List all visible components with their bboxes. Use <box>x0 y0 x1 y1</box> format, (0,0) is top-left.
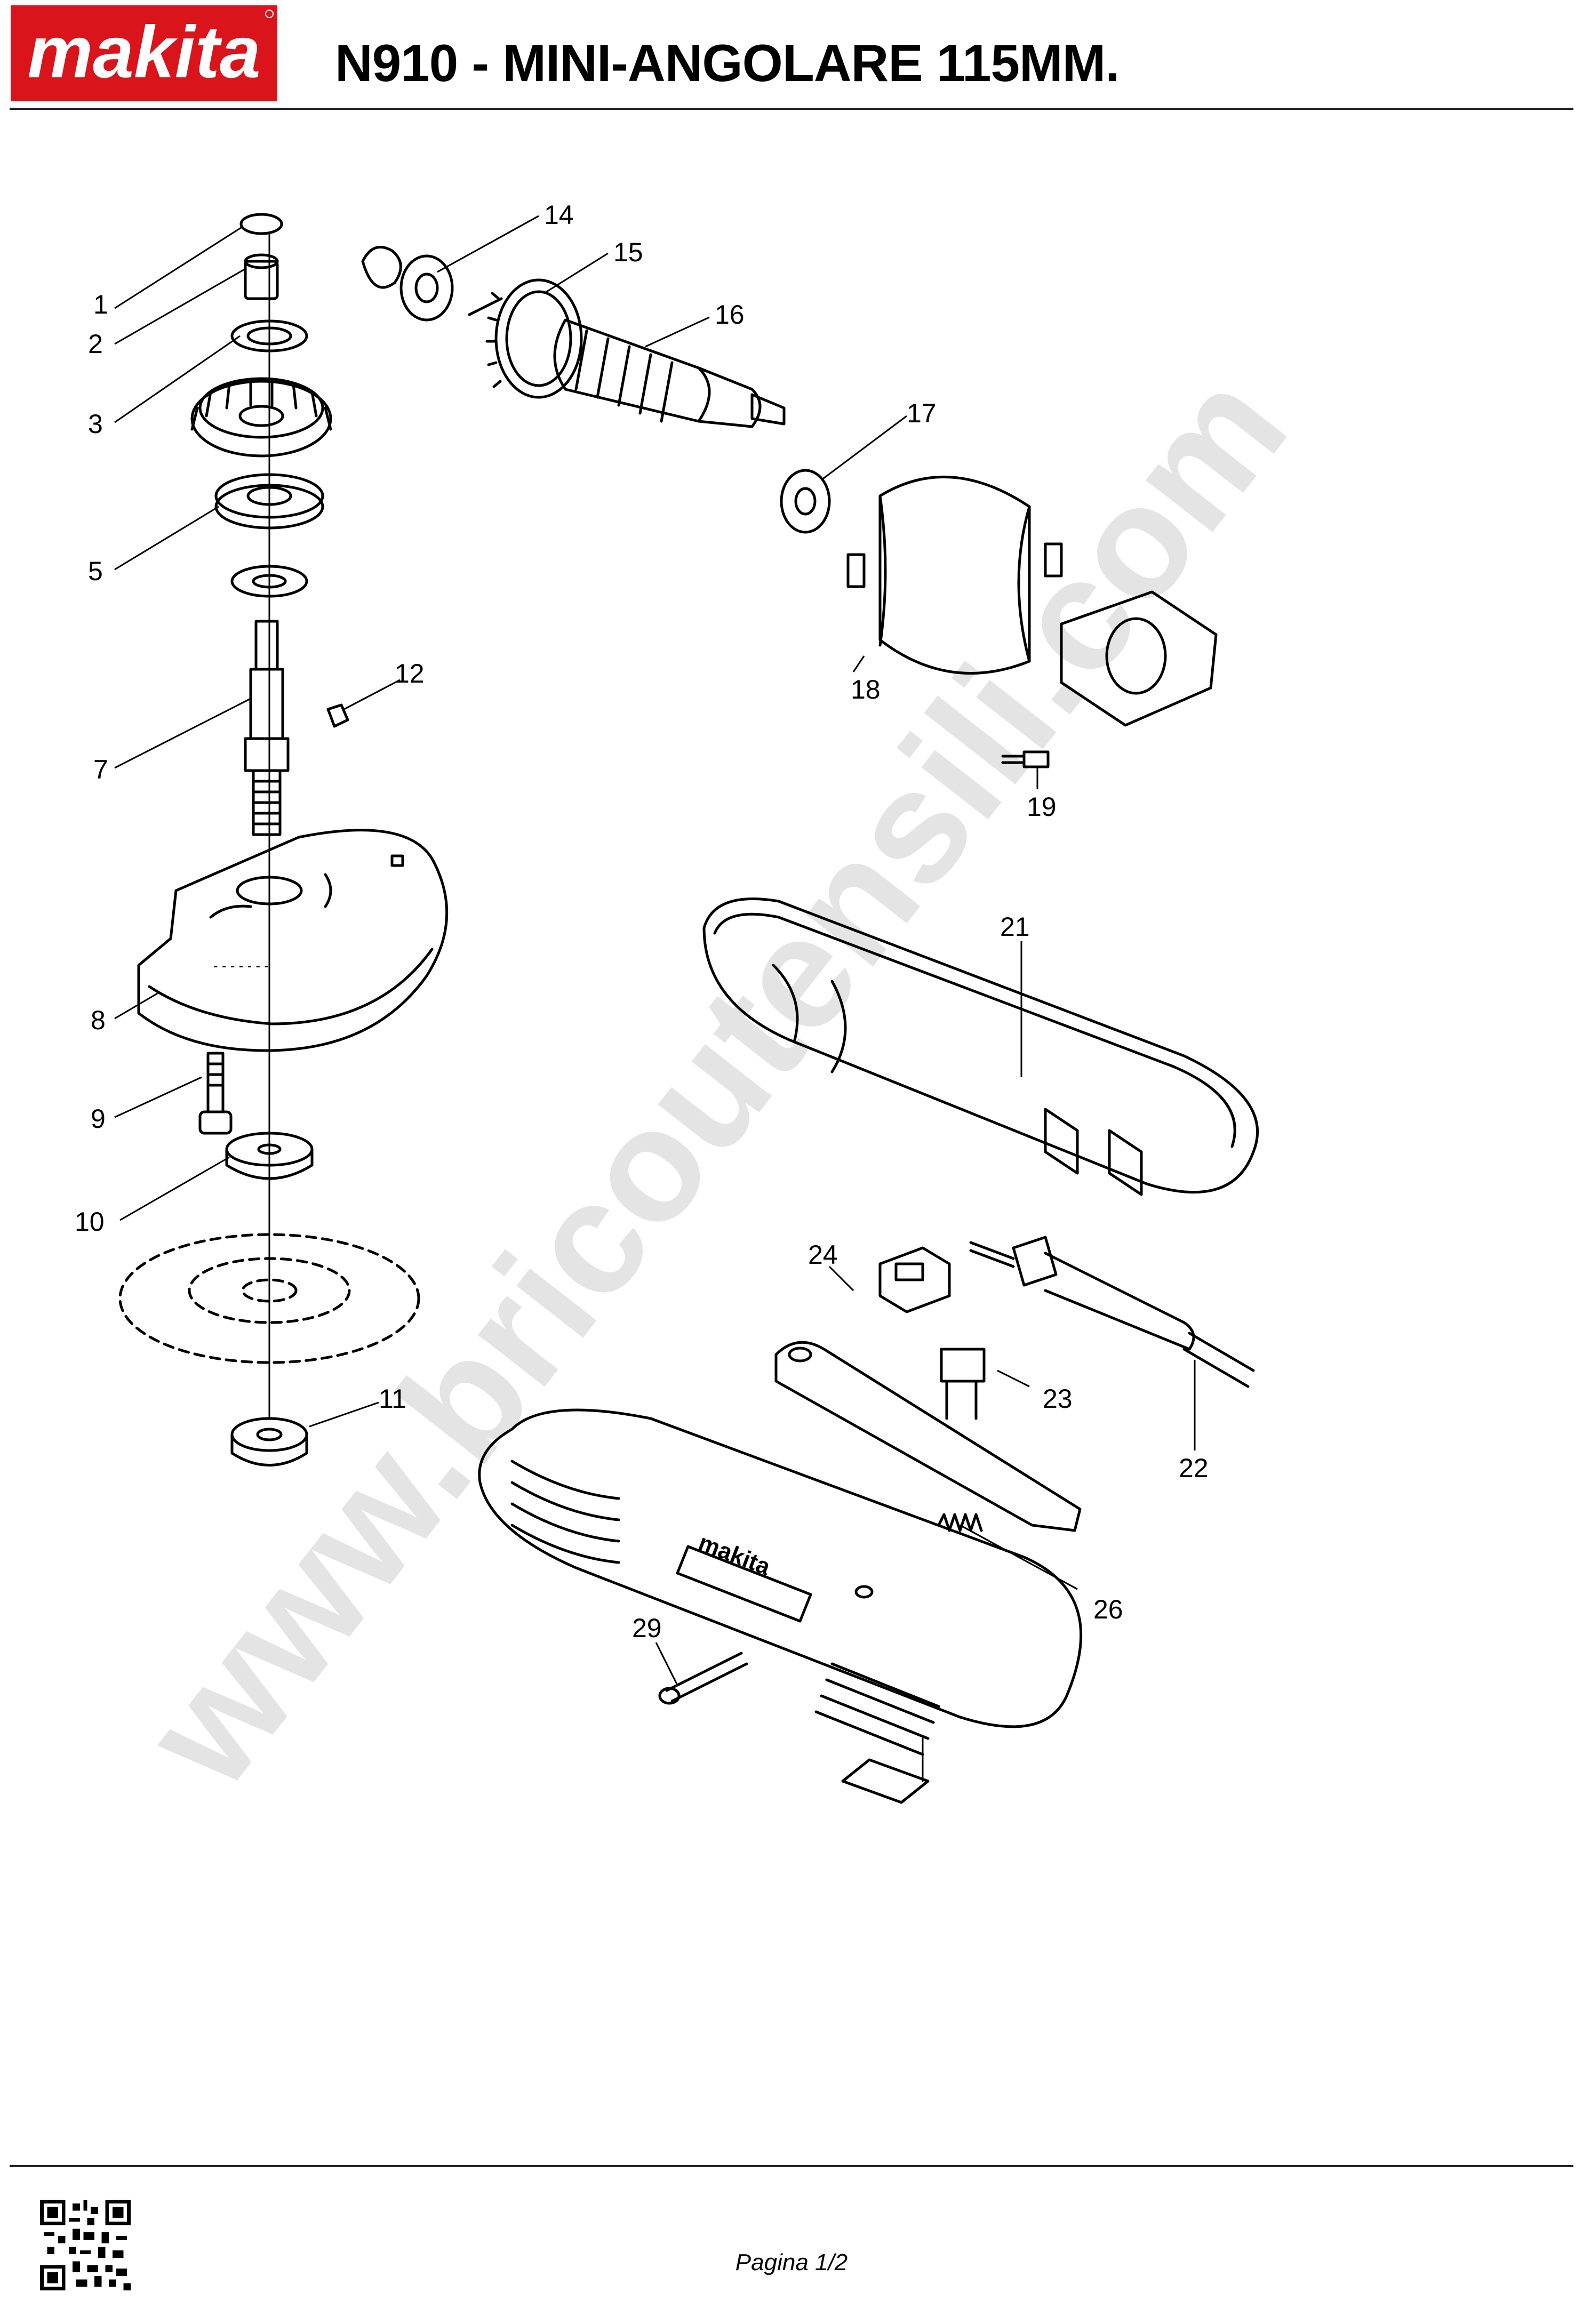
callout-16: 16 <box>715 300 745 330</box>
part-7-spindle <box>244 620 290 836</box>
leader-lines <box>114 215 1196 1686</box>
part-26-spring <box>937 1513 983 1532</box>
svg-text:- - - - - - -: - - - - - - - <box>213 958 269 974</box>
callout-10: 10 <box>75 1207 105 1237</box>
part-16-armature <box>553 318 786 428</box>
part-15-helical-gear <box>468 278 583 399</box>
part-19-carbon-brush <box>1001 750 1050 768</box>
header-divider <box>10 108 1573 110</box>
callout-7: 7 <box>93 755 108 784</box>
page-number-footer: Pagina 1/2 <box>0 2249 1583 2276</box>
callout-14: 14 <box>544 200 574 230</box>
callout-3: 3 <box>88 409 103 439</box>
part-18-field <box>846 475 1063 675</box>
page-title: N910 - MINI-ANGOLARE 115MM. <box>335 34 1120 92</box>
part-29-screw <box>658 1652 748 1705</box>
callout-2: 2 <box>88 329 103 359</box>
callout-22: 22 <box>1179 1453 1209 1483</box>
housing-cover <box>478 1408 1083 1756</box>
name-plate <box>841 1737 930 1804</box>
callout-12: 12 <box>395 659 425 688</box>
part-11-lock-nut <box>230 1417 308 1466</box>
footer-divider <box>10 2165 1573 2167</box>
part-21-motor-housing <box>702 897 1259 1196</box>
part-8-wheel-guard: - - - - - - - <box>137 829 449 1052</box>
callout-17: 17 <box>907 398 937 428</box>
watermark: www.bricoutensili.com <box>108 340 1320 1820</box>
callout-5: 5 <box>88 556 103 586</box>
callout-21: 21 <box>1000 912 1030 942</box>
callout-11: 11 <box>379 1384 406 1414</box>
part-1-oring <box>239 213 283 235</box>
part-12-key <box>326 703 349 728</box>
callout-23: 23 <box>1043 1384 1073 1414</box>
part-22-cord-guard <box>969 1236 1255 1388</box>
callout-29: 29 <box>632 1613 662 1643</box>
page-number: Pagina 1/2 <box>735 2249 848 2275</box>
callout-1: 1 <box>93 290 108 319</box>
callout-8: 8 <box>91 1005 106 1035</box>
part-23-capacitor <box>940 1348 986 1420</box>
logo-wordmark: makita <box>27 11 260 93</box>
part-17-bearing <box>780 469 831 534</box>
callout-26: 26 <box>1093 1594 1123 1624</box>
brush-holder <box>1060 590 1218 727</box>
cover-badge: makita <box>695 1529 774 1581</box>
callout-18: 18 <box>851 675 881 704</box>
makita-logo: makita <box>11 5 277 101</box>
switch-lever <box>774 1341 1082 1532</box>
part-2-sleeve <box>244 253 279 300</box>
part-9-bolt <box>198 1052 233 1135</box>
part-14-bearing <box>361 245 454 322</box>
callout-24: 24 <box>808 1240 838 1270</box>
callout-15: 15 <box>613 237 643 267</box>
callout-19: 19 <box>1027 792 1057 822</box>
exploded-parts-diagram: www.bricoutensili.com <box>75 200 1320 1820</box>
part-24-switch <box>878 1246 951 1313</box>
qr-code[interactable] <box>40 2200 131 2290</box>
bevel-gear <box>190 377 332 458</box>
callout-9: 9 <box>91 1104 106 1134</box>
